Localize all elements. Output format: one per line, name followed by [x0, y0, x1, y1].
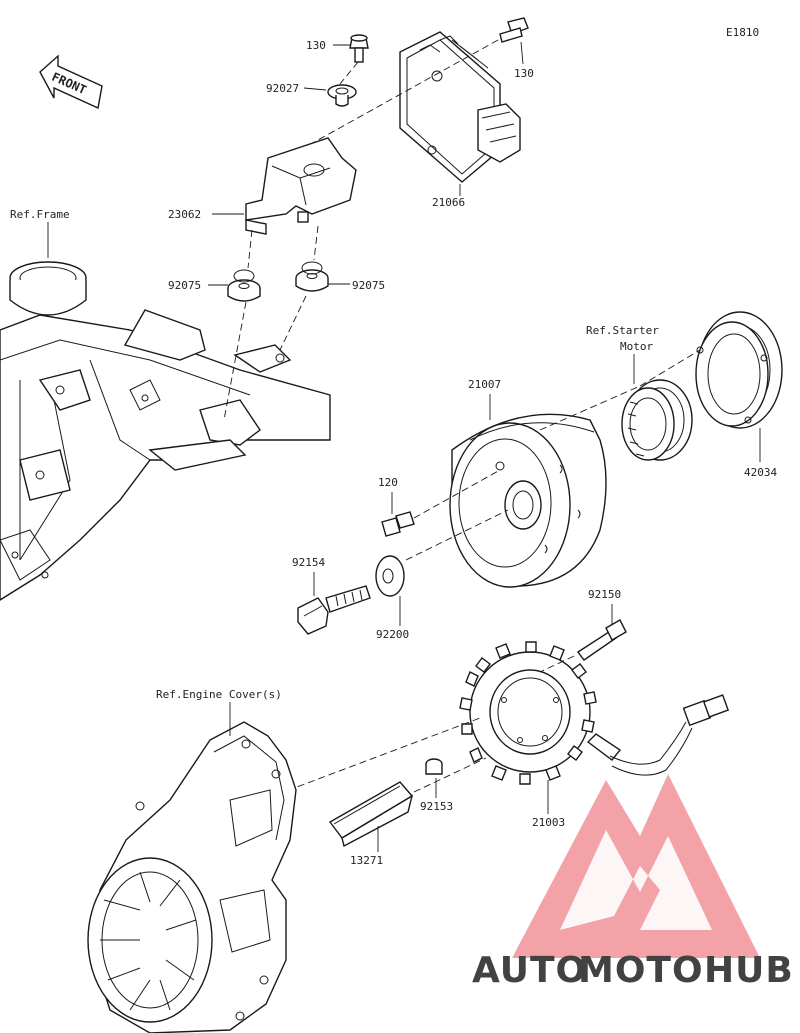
bolt-130-left [349, 34, 369, 63]
frame-ghost [0, 261, 331, 601]
label-92200: 92200 [376, 628, 409, 641]
ref-engine-cover-label: Ref.Engine Cover(s) [156, 688, 282, 701]
stator-21003 [459, 641, 730, 785]
ref-frame-label: Ref.Frame [10, 208, 70, 221]
logo-text-hub: HUB [704, 950, 794, 991]
grommet-92075-left [227, 269, 261, 302]
rotor-21007 [449, 413, 607, 588]
washer-92027 [327, 84, 357, 107]
label-42034: 42034 [744, 466, 777, 479]
washer-92200 [375, 555, 405, 597]
bolt-92154 [297, 585, 371, 635]
bolt-92150 [576, 619, 627, 661]
logo-triangle-outer [512, 774, 760, 958]
label-21066: 21066 [432, 196, 465, 209]
logo-text-moto: MOTO [578, 950, 704, 991]
label-13271: 13271 [350, 854, 383, 867]
regulator-21066 [399, 31, 521, 183]
label-120: 120 [378, 476, 398, 489]
ring-42034 [695, 311, 783, 429]
ref-starter-label-1: Ref.Starter [586, 324, 659, 337]
label-92027: 92027 [266, 82, 299, 95]
bolt-92153 [425, 758, 443, 775]
starter-clutch [621, 379, 693, 461]
bolt-120 [381, 511, 415, 537]
diagram-code: E1810 [726, 26, 759, 39]
label-92150: 92150 [588, 588, 621, 601]
bracket-23062 [245, 137, 357, 235]
label-23062: 23062 [168, 208, 201, 221]
logo-triangle-inner [560, 830, 712, 930]
plate-13271 [328, 781, 414, 848]
label-21003: 21003 [532, 816, 565, 829]
front-arrow-icon: FRONT [39, 54, 103, 110]
logo-text-auto: AUTO [472, 950, 587, 991]
label-130-right: 130 [514, 67, 534, 80]
label-21007: 21007 [468, 378, 501, 391]
label-92154: 92154 [292, 556, 325, 569]
label-92075-right: 92075 [352, 279, 385, 292]
label-92075-left: 92075 [168, 279, 201, 292]
grommet-92075-right [295, 261, 329, 292]
label-92153: 92153 [420, 800, 453, 813]
automotohub-logo: AUTO MOTO HUB [472, 774, 794, 991]
bolt-130-right [499, 17, 529, 43]
label-130-left: 130 [306, 39, 326, 52]
ref-starter-label-2: Motor [620, 340, 653, 353]
engine-cover-ghost [87, 721, 297, 1033]
